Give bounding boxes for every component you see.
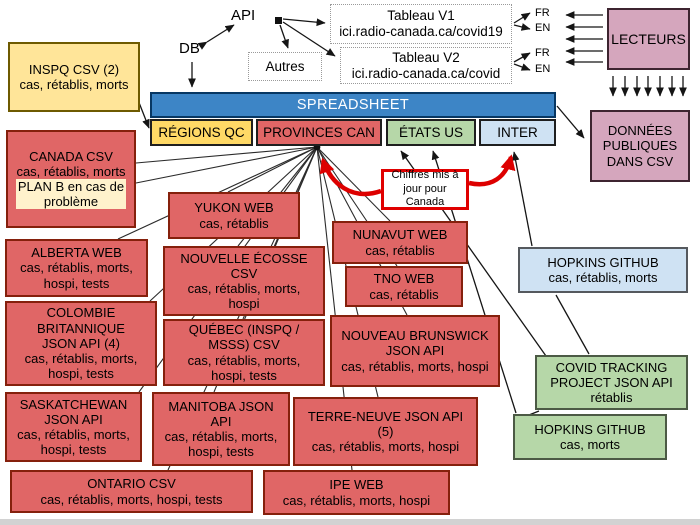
node-detail: cas, rétablis bbox=[199, 215, 269, 231]
node-title: Tableau V1 bbox=[387, 8, 455, 24]
bottom-edge-strip bbox=[0, 519, 700, 525]
source-nunavut-web: NUNAVUT WEB cas, rétablis bbox=[332, 221, 468, 264]
node-detail: cas, rétablis, morts, hospi, tests bbox=[24, 351, 138, 382]
node-detail: cas, rétablis, morts, hospi, tests bbox=[17, 427, 130, 458]
source-saskatchewan-json-api: SASKATCHEWAN JSON API cas, rétablis, mor… bbox=[5, 392, 142, 462]
api-node: API bbox=[231, 7, 256, 24]
node-title: HOPKINS GITHUB bbox=[534, 421, 646, 437]
lang-fr-label: FR bbox=[535, 47, 550, 59]
node-detail: cas, rétablis, morts, hospi bbox=[187, 281, 301, 312]
source-ipe-web: IPE WEB cas, rétablis, morts, hospi bbox=[263, 470, 450, 515]
node-title: NOUVEAU BRUNSWICK JSON API bbox=[341, 328, 489, 359]
source-nouveau-brunswick-json-api: NOUVEAU BRUNSWICK JSON API cas, rétablis… bbox=[330, 315, 500, 387]
node-title: QUÉBEC (INSPQ / MSSS) CSV bbox=[188, 322, 300, 353]
node-detail: cas, rétablis bbox=[365, 242, 435, 258]
node-title: TERRE-NEUVE JSON API (5) bbox=[307, 408, 464, 439]
tab-label: ÉTATS US bbox=[398, 124, 463, 140]
node-title: INSPQ CSV (2) bbox=[28, 61, 120, 77]
node-title: MANITOBA JSON API bbox=[168, 398, 274, 429]
node-detail: cas, rétablis, morts bbox=[16, 163, 126, 179]
node-detail: cas, rétablis bbox=[369, 286, 439, 302]
source-tno-web: TNO WEB cas, rétablis bbox=[345, 266, 463, 307]
plan-b-note: PLAN B en cas de problème bbox=[15, 179, 127, 210]
donnees-publiques-node: DONNÉES PUBLIQUES DANS CSV bbox=[590, 110, 690, 182]
node-detail: cas, rétablis, morts, hospi bbox=[341, 358, 489, 374]
lang-en-label: EN bbox=[535, 22, 551, 34]
source-nouvelle-ecosse-csv: NOUVELLE ÉCOSSE CSV cas, rétablis, morts… bbox=[163, 246, 325, 316]
tableau-v1-node: Tableau V1 ici.radio-canada.ca/covid19 bbox=[330, 4, 512, 44]
node-title: NUNAVUT WEB bbox=[352, 227, 448, 243]
node-detail: cas, rétablis, morts bbox=[548, 270, 658, 285]
update-note-text: Chiffres mis à jour pour Canada bbox=[391, 168, 459, 209]
spreadsheet-title: SPREADSHEET bbox=[296, 96, 410, 113]
node-title: ALBERTA WEB bbox=[31, 245, 122, 261]
node-title: SASKATCHEWAN JSON API bbox=[19, 396, 128, 427]
node-title: ONTARIO CSV bbox=[87, 476, 176, 492]
tab-label: PROVINCES CAN bbox=[263, 124, 375, 140]
node-detail: cas, rétablis, morts, hospi bbox=[282, 492, 431, 508]
node-title: NOUVELLE ÉCOSSE CSV bbox=[180, 250, 308, 281]
source-quebec-inspq-msss-csv: QUÉBEC (INSPQ / MSSS) CSV cas, rétablis,… bbox=[163, 319, 325, 386]
node-detail: cas, morts bbox=[560, 437, 620, 452]
source-canada-csv: CANADA CSV cas, rétablis, morts PLAN B e… bbox=[6, 130, 136, 228]
node-detail: cas, rétablis, morts bbox=[19, 77, 129, 92]
source-colombie-britannique-json-api: COLOMBIE BRITANNIQUE JSON API (4) cas, r… bbox=[5, 301, 157, 386]
node-title: DONNÉES PUBLIQUES DANS CSV bbox=[602, 123, 678, 169]
node-title: TNO WEB bbox=[373, 271, 435, 287]
source-terre-neuve-json-api: TERRE-NEUVE JSON API (5) cas, rétablis, … bbox=[293, 397, 478, 466]
node-title: COVID TRACKING PROJECT JSON API bbox=[550, 359, 673, 390]
tableau-v2-node: Tableau V2 ici.radio-canada.ca/covid bbox=[340, 47, 512, 84]
source-yukon-web: YUKON WEB cas, rétablis bbox=[168, 192, 300, 239]
tab-label: RÉGIONS QC bbox=[158, 124, 245, 140]
tab-label: INTER bbox=[497, 124, 538, 140]
spreadsheet-bar: SPREADSHEET bbox=[150, 92, 556, 118]
node-url: ici.radio-canada.ca/covid19 bbox=[339, 24, 503, 39]
node-title: HOPKINS GITHUB bbox=[547, 254, 659, 270]
node-title: IPE WEB bbox=[329, 477, 384, 493]
node-title: CANADA CSV bbox=[29, 148, 113, 164]
node-detail: rétablis bbox=[590, 390, 633, 406]
tab-provinces-can: PROVINCES CAN bbox=[256, 119, 382, 146]
lang-fr-label: FR bbox=[535, 7, 550, 19]
source-manitoba-json-api: MANITOBA JSON API cas, rétablis, morts, … bbox=[152, 392, 290, 466]
node-title: YUKON WEB bbox=[194, 200, 274, 216]
node-detail: cas, rétablis, morts, hospi, tests bbox=[40, 491, 223, 507]
node-title: LECTEURS bbox=[611, 30, 686, 47]
lang-en-label: EN bbox=[535, 63, 551, 75]
source-alberta-web: ALBERTA WEB cas, rétablis, morts, hospi,… bbox=[5, 239, 148, 297]
update-note: Chiffres mis à jour pour Canada bbox=[381, 169, 469, 210]
db-node: DB bbox=[179, 40, 200, 57]
node-detail: cas, rétablis, morts, hospi bbox=[311, 439, 460, 455]
node-title: Autres bbox=[265, 58, 305, 74]
lecteurs-node: LECTEURS bbox=[607, 8, 690, 70]
source-hopkins-github-us: HOPKINS GITHUB cas, morts bbox=[513, 414, 667, 460]
tab-inter: INTER bbox=[479, 119, 556, 146]
node-title: COLOMBIE BRITANNIQUE JSON API (4) bbox=[37, 305, 125, 351]
node-detail: cas, rétablis, morts, hospi, tests bbox=[20, 260, 133, 291]
source-inspq-csv: INSPQ CSV (2) cas, rétablis, morts bbox=[8, 42, 140, 112]
source-covid-tracking-project: COVID TRACKING PROJECT JSON API rétablis bbox=[535, 355, 688, 410]
source-ontario-csv: ONTARIO CSV cas, rétablis, morts, hospi,… bbox=[10, 470, 253, 513]
node-detail: cas, rétablis, morts, hospi, tests bbox=[164, 429, 278, 460]
source-hopkins-github-inter: HOPKINS GITHUB cas, rétablis, morts bbox=[518, 247, 688, 293]
tab-regions-qc: RÉGIONS QC bbox=[150, 119, 253, 146]
node-url: ici.radio-canada.ca/covid bbox=[351, 65, 501, 81]
autres-node: Autres bbox=[248, 52, 322, 81]
tab-etats-us: ÉTATS US bbox=[386, 119, 476, 146]
node-title: Tableau V2 bbox=[392, 49, 460, 65]
node-detail: cas, rétablis, morts, hospi, tests bbox=[187, 352, 301, 383]
